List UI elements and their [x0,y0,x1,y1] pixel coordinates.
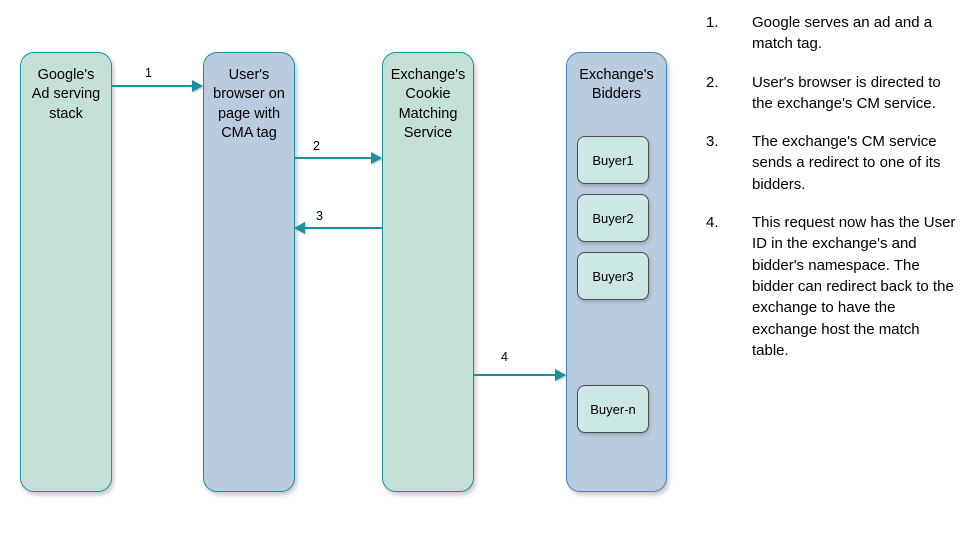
arrow-1-label: 1 [145,66,152,80]
arrow-3-line [305,227,382,229]
step-1-text: Google serves an ad and a match tag. [752,14,933,53]
step-item-4: 4. This request now has the User ID in t… [706,212,956,361]
arrow-4-label: 4 [501,350,508,364]
arrow-2-label: 2 [313,139,320,153]
node-exchange-cookie-matching-service-label: Exchange's Cookie Matching Service [390,67,466,141]
step-item-1: 1. Google serves an ad and a match tag. [706,12,956,55]
buyer-box-3-label: Buyer3 [592,268,634,284]
arrow-1-line [112,85,192,87]
buyer-box-2: Buyer2 [577,194,649,242]
node-google-ad-serving-stack: Google's Ad serving stack [20,52,112,492]
step-3-text: The exchange's CM service sends a redire… [752,133,941,193]
node-exchange-bidders-label: Exchange's Bidders [579,67,654,103]
step-3-number: 3. [706,133,719,151]
arrow-4-head-icon [555,369,566,381]
step-4-number: 4. [706,214,719,232]
step-1-number: 1. [706,14,719,31]
step-2-number: 2. [706,73,719,91]
arrow-1-head-icon [192,80,203,92]
buyer-box-n-label: Buyer-n [590,401,636,417]
arrow-4-line [474,374,556,376]
arrow-2-head-icon [371,152,382,164]
arrow-2-line [295,157,372,159]
buyer-box-2-label: Buyer2 [592,210,634,226]
step-2-text: User's browser is directed to the exchan… [752,73,941,112]
step-item-3: 3. The exchange's CM service sends a red… [706,131,956,195]
step-4-text: This request now has the User ID in the … [752,214,956,359]
buyer-box-1: Buyer1 [577,136,649,184]
buyer-box-3: Buyer3 [577,252,649,300]
buyer-box-n: Buyer-n [577,385,649,433]
step-item-2: 2. User's browser is directed to the exc… [706,72,956,115]
buyer-box-1-label: Buyer1 [592,152,634,168]
node-google-ad-serving-stack-label: Google's Ad serving stack [31,67,101,122]
node-user-browser-label: User's browser on page with CMA tag [213,67,285,141]
node-user-browser: User's browser on page with CMA tag [203,52,295,492]
node-exchange-cookie-matching-service: Exchange's Cookie Matching Service [382,52,474,492]
steps-list: 1. Google serves an ad and a match tag. … [706,12,956,378]
arrow-3-label: 3 [316,209,323,223]
arrow-3-head-icon [294,222,305,234]
